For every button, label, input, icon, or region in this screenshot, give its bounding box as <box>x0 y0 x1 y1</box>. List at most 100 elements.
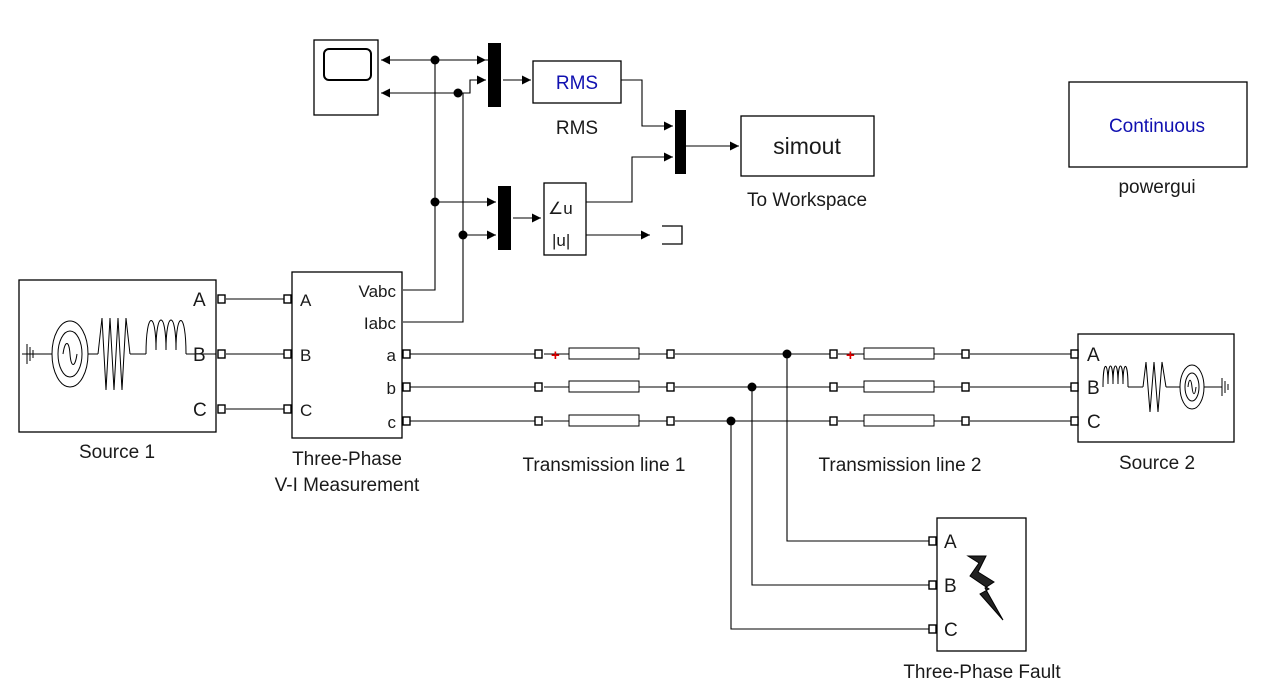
line1-port-c-out[interactable] <box>666 416 675 426</box>
branch-point <box>747 382 757 392</box>
line1-phase-b-element <box>568 380 640 393</box>
meas-left-port-a-label: A <box>300 291 312 310</box>
line2-port-c-out[interactable] <box>961 416 970 426</box>
wire-angle-to-mux3[interactable] <box>586 152 673 203</box>
line2-polarity-plus: + <box>846 347 855 364</box>
line1-label: Transmission line 1 <box>523 455 686 476</box>
fault-body[interactable] <box>936 517 1027 652</box>
line2-phase-b-element <box>863 380 935 393</box>
meas-port-a-in[interactable] <box>283 294 292 304</box>
fault-port-c-label: C <box>944 620 958 641</box>
line1-port-a-in[interactable] <box>534 349 543 359</box>
line2-port-b-out[interactable] <box>961 382 970 392</box>
source2-port-c[interactable] <box>1070 416 1079 426</box>
branch-point <box>430 197 440 207</box>
meas-port-c-out[interactable] <box>402 416 411 426</box>
line2-port-c-in[interactable] <box>829 416 838 426</box>
lightning-bolt-icon <box>966 555 1004 621</box>
line1-phase-c-element <box>568 414 640 427</box>
powergui-block[interactable]: Continuous powergui <box>1068 81 1248 198</box>
mux-block-1[interactable] <box>488 43 501 107</box>
line2-port-a-out[interactable] <box>961 349 970 359</box>
complex-block-body[interactable] <box>543 182 587 256</box>
meas-port-b-out[interactable] <box>402 382 411 392</box>
to-workspace-body[interactable] <box>740 115 875 177</box>
meas-vabc-label: Vabc <box>359 282 397 301</box>
wire-fault-c[interactable] <box>730 421 929 630</box>
source2-label: Source 2 <box>1119 453 1195 474</box>
source1-port-a[interactable] <box>217 294 226 304</box>
power-wires <box>226 298 1071 630</box>
fault-port-b[interactable] <box>928 580 937 590</box>
wire-iabc-riser[interactable] <box>403 92 464 323</box>
magnitude-output-label: |u| <box>552 231 570 250</box>
scope-block[interactable] <box>313 39 379 116</box>
meas-left-port-c-label: C <box>300 401 312 420</box>
transmission-line-2[interactable]: + Transmission line 2 <box>819 347 982 476</box>
meas-b-label: b <box>387 379 396 398</box>
line1-phase-a-element <box>568 347 640 360</box>
line1-port-b-out[interactable] <box>666 382 675 392</box>
source1-port-c-label: C <box>193 400 207 421</box>
meas-port-a-out[interactable] <box>402 349 411 359</box>
line1-port-b-in[interactable] <box>534 382 543 392</box>
vi-measurement-body[interactable] <box>291 271 403 439</box>
line2-phase-c-element <box>863 414 935 427</box>
source1-body[interactable] <box>18 279 217 433</box>
source1-block[interactable]: A B C Source 1 <box>18 279 226 463</box>
line2-port-a-in[interactable] <box>829 349 838 359</box>
powergui-mode: Continuous <box>1109 116 1205 137</box>
fault-label: Three-Phase Fault <box>903 662 1061 683</box>
fault-port-a[interactable] <box>928 536 937 546</box>
meas-port-b-in[interactable] <box>283 349 292 359</box>
meas-iabc-label: Iabc <box>364 314 397 333</box>
line1-polarity-plus: + <box>551 347 560 364</box>
rms-label: RMS <box>556 118 598 139</box>
scope-screen-icon <box>323 48 372 81</box>
source1-port-b-label: B <box>193 345 206 366</box>
line1-port-a-out[interactable] <box>666 349 675 359</box>
source2-port-c-label: C <box>1087 412 1101 433</box>
source1-label: Source 1 <box>79 442 155 463</box>
wire-fault-b[interactable] <box>751 387 929 586</box>
transmission-line-1[interactable]: + Transmission line 1 <box>523 347 686 476</box>
source-icon <box>22 317 216 391</box>
meas-label-line1: Three-Phase <box>292 449 402 470</box>
source2-port-a[interactable] <box>1070 349 1079 359</box>
fault-port-c[interactable] <box>928 624 937 634</box>
wire-rms-to-mux3[interactable] <box>621 79 673 131</box>
meas-label-line2: V-I Measurement <box>275 475 420 496</box>
powergui-label: powergui <box>1118 177 1195 198</box>
meas-left-port-b-label: B <box>300 346 311 365</box>
source1-port-b[interactable] <box>217 349 226 359</box>
fault-port-b-label: B <box>944 576 957 597</box>
meas-a-label: a <box>387 346 397 365</box>
to-workspace-block[interactable]: simout To Workspace <box>740 115 875 211</box>
fault-port-a-label: A <box>944 532 957 553</box>
to-workspace-label: To Workspace <box>747 190 867 211</box>
source2-port-a-label: A <box>1087 345 1100 366</box>
rms-text: RMS <box>556 73 598 94</box>
angle-output-label: ∠u <box>548 199 573 218</box>
meas-port-c-in[interactable] <box>283 404 292 414</box>
source2-block[interactable]: A B C Source 2 <box>1070 333 1235 474</box>
terminator-block[interactable] <box>662 225 683 245</box>
branch-point <box>726 416 736 426</box>
mux-block-3[interactable] <box>675 110 686 174</box>
wire-vabc-riser[interactable] <box>403 60 436 291</box>
rms-body[interactable] <box>532 60 622 104</box>
vi-measurement-block[interactable]: A B C Vabc Iabc a b c Three-Phase V-I Me… <box>275 271 420 496</box>
wire-fault-a[interactable] <box>786 354 929 542</box>
complex-to-magnitude-angle-block[interactable]: ∠u |u| <box>543 182 587 256</box>
wire-iabc-to-mux1[interactable] <box>458 75 486 94</box>
powergui-body[interactable] <box>1068 81 1248 168</box>
line1-port-c-in[interactable] <box>534 416 543 426</box>
source2-port-b[interactable] <box>1070 382 1079 392</box>
branch-point <box>430 55 440 65</box>
source1-port-c[interactable] <box>217 404 226 414</box>
mux-block-2[interactable] <box>498 186 511 250</box>
three-phase-fault-block[interactable]: A B C Three-Phase Fault <box>903 517 1061 683</box>
rms-block[interactable]: RMS RMS <box>532 60 622 139</box>
line2-port-b-in[interactable] <box>829 382 838 392</box>
